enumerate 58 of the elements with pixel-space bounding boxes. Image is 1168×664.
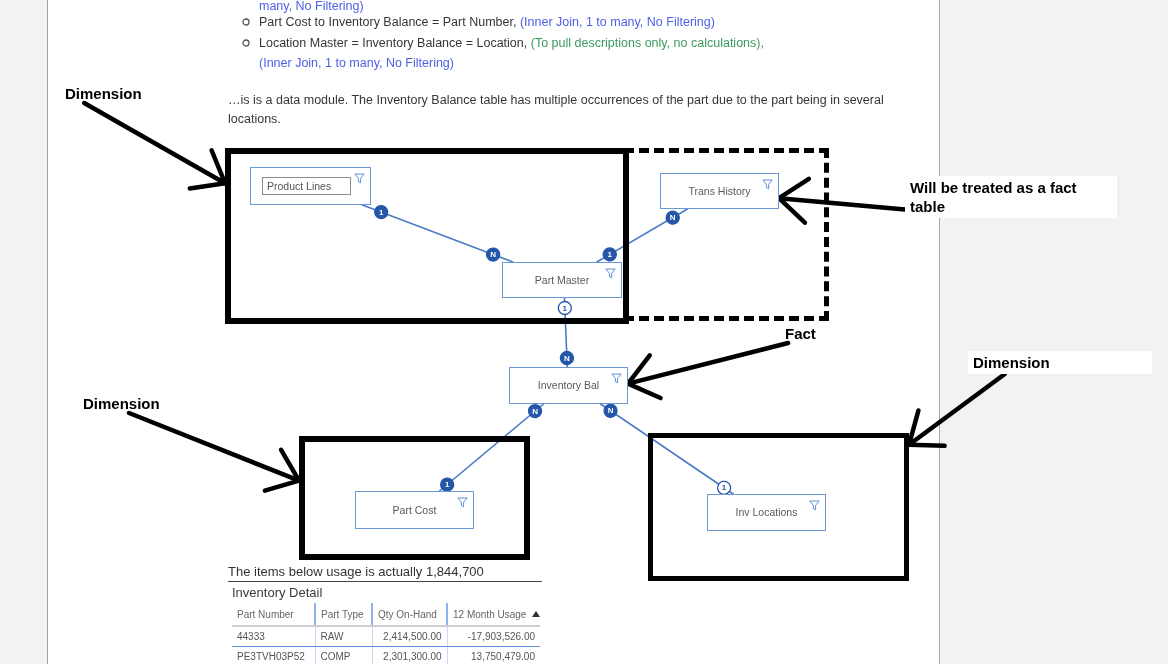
table-name: Inventory Bal	[537, 379, 600, 392]
annotation-arrow	[126, 410, 302, 493]
table-box	[502, 262, 622, 298]
cardinality-label: N	[531, 405, 539, 418]
column-header: 12 Month Usage	[453, 608, 527, 620]
table-cell: 13,750,479.00	[447, 646, 540, 664]
list-text: many, No Filtering)	[259, 0, 364, 15]
cardinality-label: 1	[377, 206, 385, 219]
table-box	[707, 494, 826, 531]
annotation-arrow	[81, 100, 228, 191]
cardinality-label: N	[668, 212, 677, 225]
cardinality-label: 1	[720, 482, 728, 495]
annotation-label: Dimension	[968, 351, 1152, 374]
highlight-frame	[648, 433, 909, 581]
relationship-line	[438, 403, 545, 492]
column-header: Part Type	[321, 608, 364, 620]
list-text: Part Cost to Inventory Balance = Part Number,	[259, 14, 517, 31]
cardinality-label: 1	[443, 479, 451, 492]
table-name: Inv Locations	[735, 506, 798, 519]
table-name: Part Master	[534, 273, 590, 287]
list-text: (Inner Join, 1 to many, No Filtering)	[519, 14, 715, 31]
name-input-field: Product Lines	[262, 177, 351, 195]
annotation-label: Dimension	[65, 84, 142, 103]
table-box	[509, 367, 628, 404]
table-box	[250, 167, 371, 205]
paragraph-text: …is is a data module. The Inventory Balance table has multiple occurrences of the part due to the part being in several locations.	[228, 92, 885, 128]
list-text: (Inner Join, 1 to many, No Filtering)	[259, 55, 454, 72]
table-cell: PE3TVH03P52	[232, 646, 315, 664]
annotation-label: Fact	[785, 324, 816, 343]
cardinality-label: 1	[561, 302, 568, 315]
table-cell: RAW	[315, 626, 372, 647]
cardinality-label: N	[606, 405, 615, 418]
annotation-label: Will be treated as a fact table	[905, 176, 1117, 218]
cardinality-label: N	[563, 352, 571, 365]
caption-text: The items below usage is actually 1,844,700	[228, 563, 484, 581]
table-title: Inventory Detail	[232, 584, 323, 602]
column-header: Qty On-Hand	[378, 608, 437, 620]
annotation-label: Dimension	[83, 394, 160, 413]
table-cell: -17,903,526.00	[447, 626, 540, 647]
relationship-line	[596, 208, 689, 263]
table-cell: 2,414,500.00	[372, 626, 447, 647]
column-header: Part Number	[237, 608, 294, 620]
table-cell: 2,301,300.00	[372, 646, 447, 664]
table-cell: 44333	[232, 626, 315, 647]
list-text: Location Master = Inventory Balance = Location,	[259, 35, 528, 52]
table-name: Trans History	[688, 184, 751, 198]
list-text: (To pull descriptions only, no calculations),	[530, 35, 764, 52]
cardinality-label: N	[489, 249, 498, 262]
highlight-frame	[299, 436, 530, 560]
table-box	[355, 491, 474, 529]
cardinality-label: 1	[606, 248, 613, 261]
table-box	[660, 173, 779, 209]
table-name: Part Cost	[392, 503, 437, 517]
relationship-line	[361, 204, 514, 263]
table-cell: COMP	[315, 646, 372, 664]
relationship-line	[557, 297, 575, 368]
relationship-line	[599, 403, 734, 495]
highlight-frame	[225, 148, 629, 324]
